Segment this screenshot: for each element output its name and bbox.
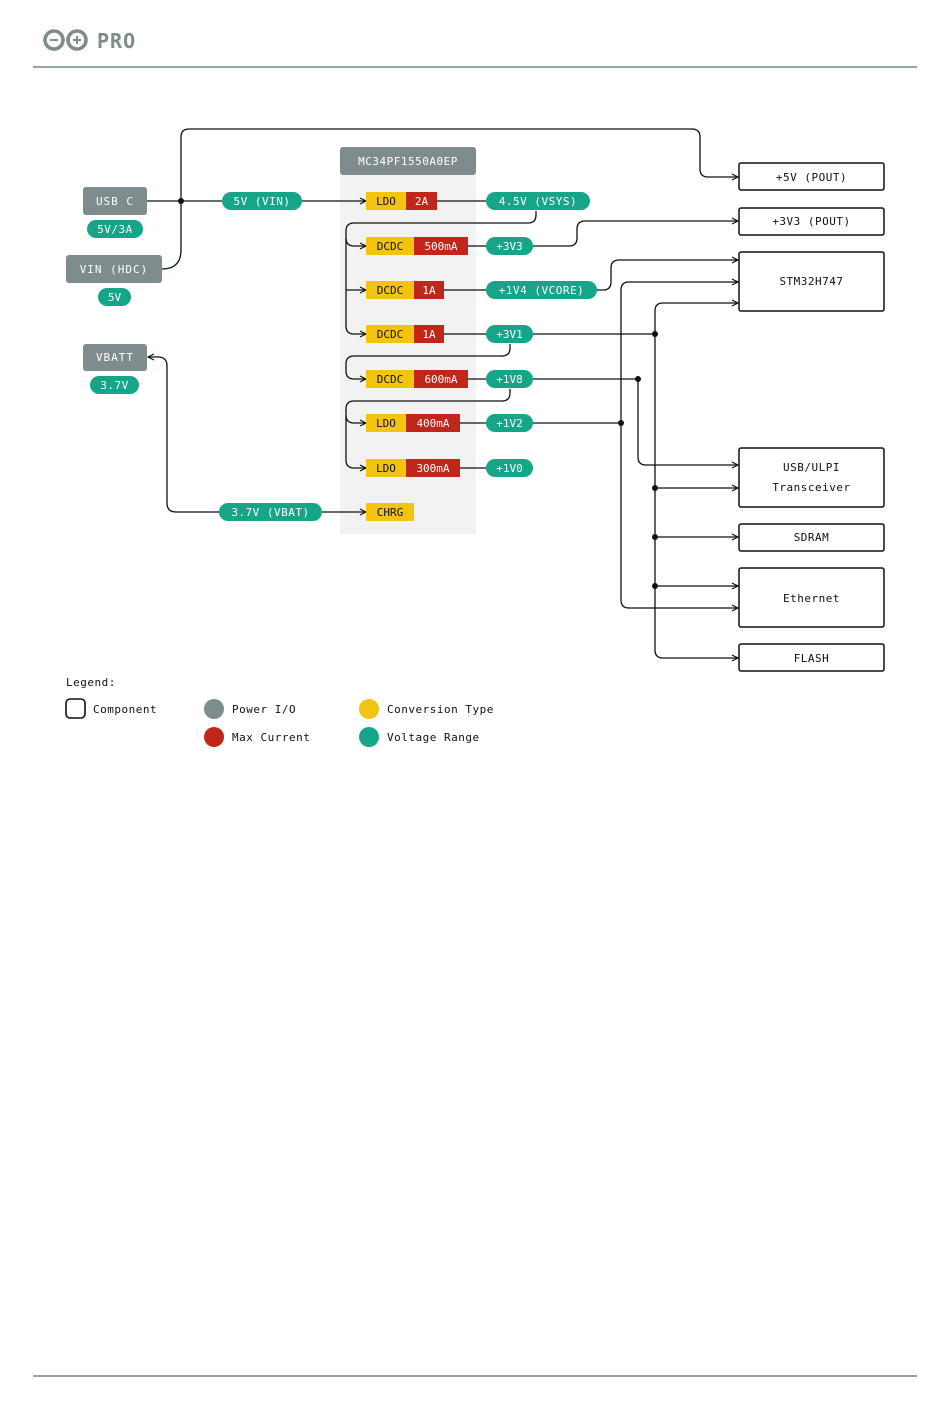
usb-c-input: USB C (83, 187, 147, 215)
svg-text:+3V3 (POUT): +3V3 (POUT) (772, 215, 850, 228)
rail-1v2: +1V2 (486, 414, 533, 432)
pmic-panel (340, 172, 476, 534)
usb-c-rating: 5V/3A (87, 220, 143, 238)
regulator-dcdc-500ma: DCDC 500mA (366, 237, 468, 255)
svg-text:400mA: 400mA (416, 417, 449, 430)
logo-text: PRO (97, 29, 136, 53)
svg-text:+5V (POUT): +5V (POUT) (776, 171, 847, 184)
svg-text:+1V8: +1V8 (496, 373, 523, 386)
regulator-dcdc-600ma: DCDC 600mA (366, 370, 468, 388)
svg-text:600mA: 600mA (424, 373, 457, 386)
component-flash: FLASH (738, 643, 885, 672)
svg-text:3.7V (VBAT): 3.7V (VBAT) (231, 506, 309, 519)
rail-1v0: +1V0 (486, 459, 533, 477)
rail-4v5-vsys: 4.5V (VSYS) (486, 192, 590, 210)
infinity-icon (43, 29, 88, 51)
footer-divider (33, 1375, 917, 1377)
component-ethernet: Ethernet (738, 567, 885, 628)
rail-3v3: +3V3 (486, 237, 533, 255)
svg-text:Max Current: Max Current (232, 731, 310, 744)
component-sdram: SDRAM (738, 523, 885, 552)
legend-voltage-range-swatch (359, 727, 379, 747)
svg-text:+1V2: +1V2 (496, 417, 523, 430)
svg-text:Ethernet: Ethernet (783, 592, 840, 605)
legend-component-swatch (65, 698, 86, 719)
vin-hdc-rating: 5V (98, 288, 131, 306)
svg-text:LDO: LDO (376, 195, 396, 208)
svg-text:5V: 5V (108, 291, 122, 304)
svg-text:5V (VIN): 5V (VIN) (234, 195, 291, 208)
vbatt-input: VBATT (83, 344, 147, 371)
svg-text:Component: Component (93, 703, 157, 716)
svg-text:STM32H747: STM32H747 (779, 275, 843, 288)
svg-text:Voltage Range: Voltage Range (387, 731, 480, 744)
vin-rail: 5V (VIN) (222, 192, 302, 210)
svg-text:FLASH: FLASH (794, 652, 830, 665)
regulator-ldo-2a: LDO 2A (366, 192, 437, 210)
minus-plus-icon (50, 36, 81, 44)
component-stm32h747: STM32H747 (738, 251, 885, 312)
pmic-name: MC34PF1550A0EP (358, 155, 458, 168)
svg-text:Power I/O: Power I/O (232, 703, 296, 716)
header-divider (33, 66, 917, 68)
svg-text:DCDC: DCDC (377, 328, 404, 341)
svg-text:3.7V: 3.7V (100, 379, 129, 392)
legend-title: Legend: (66, 676, 116, 689)
svg-text:DCDC: DCDC (377, 240, 404, 253)
svg-text:4.5V (VSYS): 4.5V (VSYS) (499, 195, 577, 208)
usb-c-label: USB C (96, 195, 134, 208)
svg-text:USB/ULPI: USB/ULPI (783, 461, 840, 474)
rail-1v4-vcore: +1V4 (VCORE) (486, 281, 597, 299)
vin-hdc-input: VIN (HDC) (66, 255, 162, 283)
pmic-header: MC34PF1550A0EP (340, 147, 476, 175)
svg-text:Transceiver: Transceiver (772, 481, 850, 494)
svg-text:1A: 1A (422, 284, 436, 297)
svg-text:LDO: LDO (376, 417, 396, 430)
svg-text:DCDC: DCDC (377, 373, 404, 386)
regulator-ldo-400ma: LDO 400mA (366, 414, 460, 432)
vbatt-rating: 3.7V (90, 376, 139, 394)
legend: Legend: Component Power I/O Conversion T… (65, 676, 494, 747)
svg-text:+3V3: +3V3 (496, 240, 523, 253)
regulator-dcdc-1a-vcore: DCDC 1A (366, 281, 444, 299)
component-5v-pout: +5V (POUT) (738, 162, 885, 191)
regulator-dcdc-1a-3v1: DCDC 1A (366, 325, 444, 343)
svg-text:DCDC: DCDC (377, 284, 404, 297)
legend-conversion-type-swatch (359, 699, 379, 719)
vbat-rail: 3.7V (VBAT) (219, 503, 322, 521)
arduino-pro-logo: PRO (43, 29, 136, 53)
svg-text:+3V1: +3V1 (496, 328, 523, 341)
component-usb-ulpi-transceiver: USB/ULPI Transceiver (738, 447, 885, 508)
svg-text:SDRAM: SDRAM (794, 531, 830, 544)
legend-power-io-swatch (204, 699, 224, 719)
svg-text:LDO: LDO (376, 462, 396, 475)
legend-max-current-swatch (204, 727, 224, 747)
svg-text:500mA: 500mA (424, 240, 457, 253)
svg-text:300mA: 300mA (416, 462, 449, 475)
svg-text:1A: 1A (422, 328, 436, 341)
svg-text:5V/3A: 5V/3A (97, 223, 133, 236)
svg-text:2A: 2A (415, 195, 429, 208)
vin-hdc-label: VIN (HDC) (80, 263, 149, 276)
rail-1v8: +1V8 (486, 370, 533, 388)
charger-block: CHRG (366, 503, 414, 521)
rail-3v1: +3V1 (486, 325, 533, 343)
svg-text:Conversion Type: Conversion Type (387, 703, 494, 716)
regulator-ldo-300ma: LDO 300mA (366, 459, 460, 477)
svg-text:+1V4 (VCORE): +1V4 (VCORE) (499, 284, 584, 297)
svg-text:+1V0: +1V0 (496, 462, 523, 475)
component-3v3-pout: +3V3 (POUT) (738, 207, 885, 236)
svg-text:CHRG: CHRG (377, 506, 404, 519)
vbatt-label: VBATT (96, 351, 134, 364)
wires (147, 128, 738, 658)
